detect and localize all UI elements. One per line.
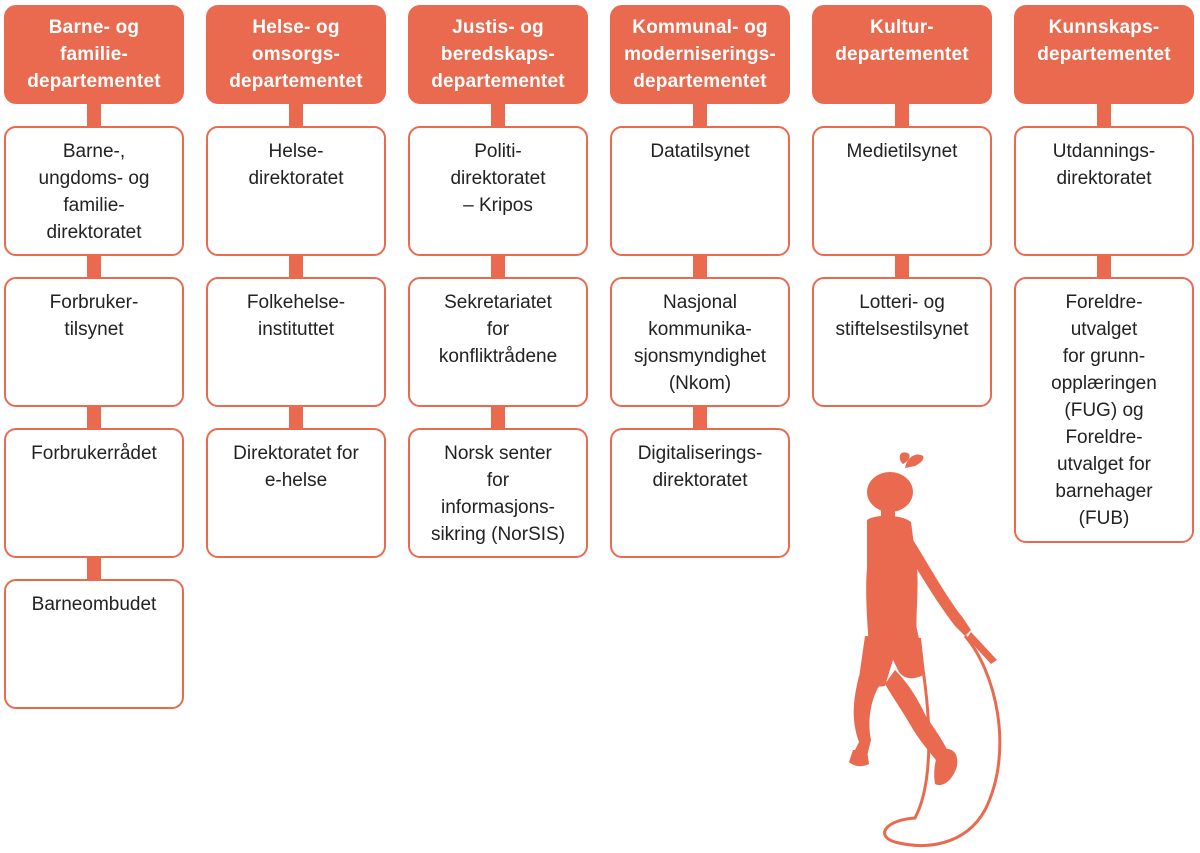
column-barne-og-familiedepartementet: Barne- og familie- departementet Barne-,… — [4, 5, 184, 725]
agency-box: Forbrukerrådet — [4, 428, 184, 558]
department-heading: Justis- og beredskaps- departementet — [408, 5, 588, 104]
department-heading: Kultur- departementet — [812, 5, 992, 104]
agency-box: Forbruker- tilsynet — [4, 277, 184, 407]
department-heading: Barne- og familie- departementet — [4, 5, 184, 104]
agency-box: Norsk senter for informasjons- sikring (… — [408, 428, 588, 558]
agency-box: Politi- direktoratet – Kripos — [408, 126, 588, 256]
department-heading: Helse- og omsorgs- departementet — [206, 5, 386, 104]
department-heading: Kommunal- og moderniserings- departement… — [610, 5, 790, 104]
agency-box: Medietilsynet — [812, 126, 992, 256]
agency-box: Foreldre- utvalget for grunn- opplæringe… — [1014, 277, 1194, 543]
agency-box: Helse- direktoratet — [206, 126, 386, 256]
agency-box: Folkehelse- instituttet — [206, 277, 386, 407]
agency-box: Lotteri- og stiftelsestilsynet — [812, 277, 992, 407]
column-kulturdepartementet: Kultur- departementet Medietilsynet Lott… — [812, 5, 992, 725]
agency-box: Sekretariatet for konfliktrådene — [408, 277, 588, 407]
department-heading: Kunnskaps- departementet — [1014, 5, 1194, 104]
agency-box: Digitaliserings- direktoratet — [610, 428, 790, 558]
column-kunnskapsdepartementet: Kunnskaps- departementet Utdannings- dir… — [1014, 5, 1194, 725]
agency-box: Utdannings- direktoratet — [1014, 126, 1194, 256]
agency-box: Datatilsynet — [610, 126, 790, 256]
agency-box: Barne-, ungdoms- og familie- direktorate… — [4, 126, 184, 256]
agency-box: Direktoratet for e-helse — [206, 428, 386, 558]
column-helse-og-omsorgsdepartementet: Helse- og omsorgs- departementet Helse- … — [206, 5, 386, 725]
column-kommunal-og-moderniseringsdepartementet: Kommunal- og moderniserings- departement… — [610, 5, 790, 725]
agency-box: Barneombudet — [4, 579, 184, 709]
column-justis-og-beredskapsdepartementet: Justis- og beredskaps- departementet Pol… — [408, 5, 588, 725]
agency-box: Nasjonal kommunika- sjonsmyndighet (Nkom… — [610, 277, 790, 407]
jump-rope-girl-icon — [849, 452, 1002, 847]
